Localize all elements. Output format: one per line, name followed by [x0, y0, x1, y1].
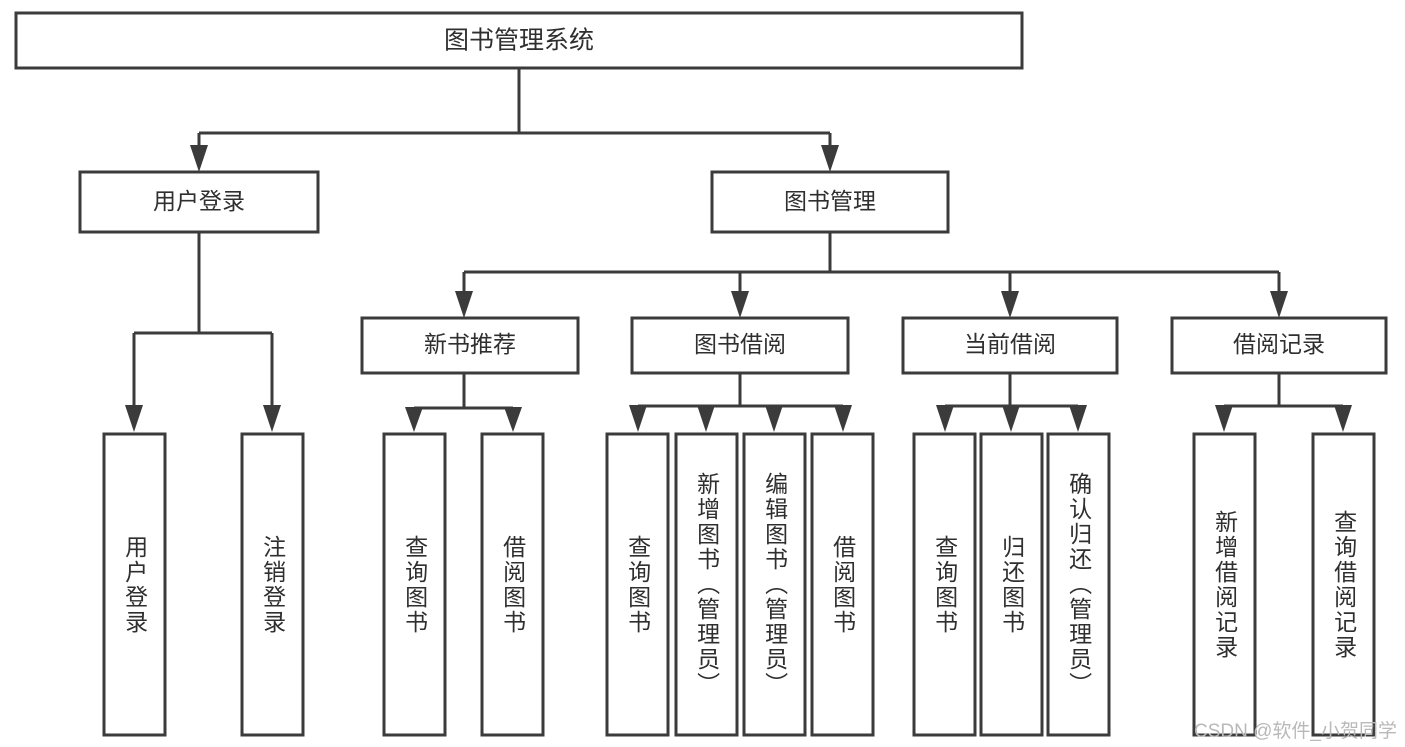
- connector-group-user-login: [125, 232, 281, 432]
- node-new-book-recommend[interactable]: 新书推荐: [360, 316, 580, 375]
- node-root-label: 图书管理系统: [444, 27, 594, 55]
- node-leaf-borrow-book-1-box[interactable]: [480, 432, 545, 737]
- node-book-borrow-box[interactable]: [630, 316, 850, 375]
- node-root[interactable]: 图书管理系统: [14, 11, 1024, 70]
- arrow-head-leaf-query-book-2: [629, 405, 647, 432]
- node-book-manage-box[interactable]: [710, 170, 950, 234]
- arrow-head-book-borrow: [731, 291, 749, 318]
- arrow-head-leaf-edit-book: [765, 405, 783, 432]
- arrow-head-leaf-user-login: [125, 405, 143, 432]
- node-leaf-query-record-box[interactable]: [1311, 432, 1376, 737]
- node-leaf-query-book-2-box[interactable]: [605, 432, 670, 737]
- node-leaf-return-book-box[interactable]: [979, 432, 1044, 737]
- node-new-book-recommend-label: 新书推荐: [424, 331, 516, 357]
- node-leaf-add-record-box[interactable]: [1192, 432, 1257, 737]
- connector-group-borrow-record: [1215, 373, 1352, 432]
- arrow-head-leaf-borrow-book-2: [834, 405, 852, 432]
- node-book-manage[interactable]: 图书管理: [710, 170, 950, 234]
- node-leaf-add-book-box[interactable]: [674, 432, 739, 737]
- arrow-head-leaf-query-book-3: [936, 405, 954, 432]
- arrow-head-leaf-borrow-book-1: [504, 407, 522, 432]
- node-leaf-user-login-box[interactable]: [102, 432, 167, 737]
- arrow-head-leaf-return-book: [1002, 405, 1020, 432]
- node-leaf-borrow-book-2-box[interactable]: [810, 432, 875, 737]
- node-borrow-record[interactable]: 借阅记录: [1170, 316, 1388, 375]
- arrow-head-leaf-confirm-return: [1069, 405, 1087, 432]
- connector-group-new-book-recommend: [405, 373, 522, 432]
- arrow-head-leaf-query-record: [1334, 405, 1352, 432]
- node-current-borrow-box[interactable]: [901, 316, 1119, 375]
- node-leaf-query-book-3-box[interactable]: [912, 432, 977, 737]
- node-current-borrow[interactable]: 当前借阅: [901, 316, 1119, 375]
- node-borrow-record-label: 借阅记录: [1233, 331, 1325, 357]
- connector-group-current-borrow: [936, 373, 1087, 432]
- node-user-login-box[interactable]: [78, 170, 320, 234]
- arrow-head-leaf-add-record: [1215, 405, 1233, 432]
- node-borrow-record-box[interactable]: [1170, 316, 1388, 375]
- node-book-borrow-label: 图书借阅: [694, 331, 786, 357]
- leaf-boxes: [102, 432, 1376, 737]
- node-user-login-label: 用户登录: [153, 188, 245, 214]
- arrow-head-leaf-add-book: [697, 405, 715, 432]
- node-root-box[interactable]: [14, 11, 1024, 70]
- node-leaf-query-book-1-box[interactable]: [382, 432, 447, 737]
- arrow-head-new-book-recommend: [455, 291, 473, 318]
- arrow-head-user-login: [190, 145, 208, 172]
- arrow-head-current-borrow: [1001, 291, 1019, 318]
- node-book-borrow[interactable]: 图书借阅: [630, 316, 850, 375]
- arrow-head-leaf-logout: [263, 405, 281, 432]
- node-user-login[interactable]: 用户登录: [78, 170, 320, 234]
- node-leaf-logout-box[interactable]: [240, 432, 305, 737]
- watermark-text: CSDN @软件_小贺同学: [1194, 721, 1397, 742]
- arrow-head-borrow-record: [1270, 291, 1288, 318]
- node-leaf-edit-book-box[interactable]: [742, 432, 807, 737]
- connector-group-root: [190, 68, 839, 172]
- node-current-borrow-label: 当前借阅: [964, 331, 1056, 357]
- arrow-head-book-manage: [821, 145, 839, 172]
- node-book-manage-label: 图书管理: [784, 188, 876, 214]
- connector-group-book-manage: [455, 232, 1288, 318]
- connector-group-book-borrow: [629, 373, 852, 432]
- node-new-book-recommend-box[interactable]: [360, 316, 580, 375]
- arrow-head-leaf-query-book-1: [405, 407, 423, 432]
- node-leaf-confirm-return-box[interactable]: [1046, 432, 1111, 737]
